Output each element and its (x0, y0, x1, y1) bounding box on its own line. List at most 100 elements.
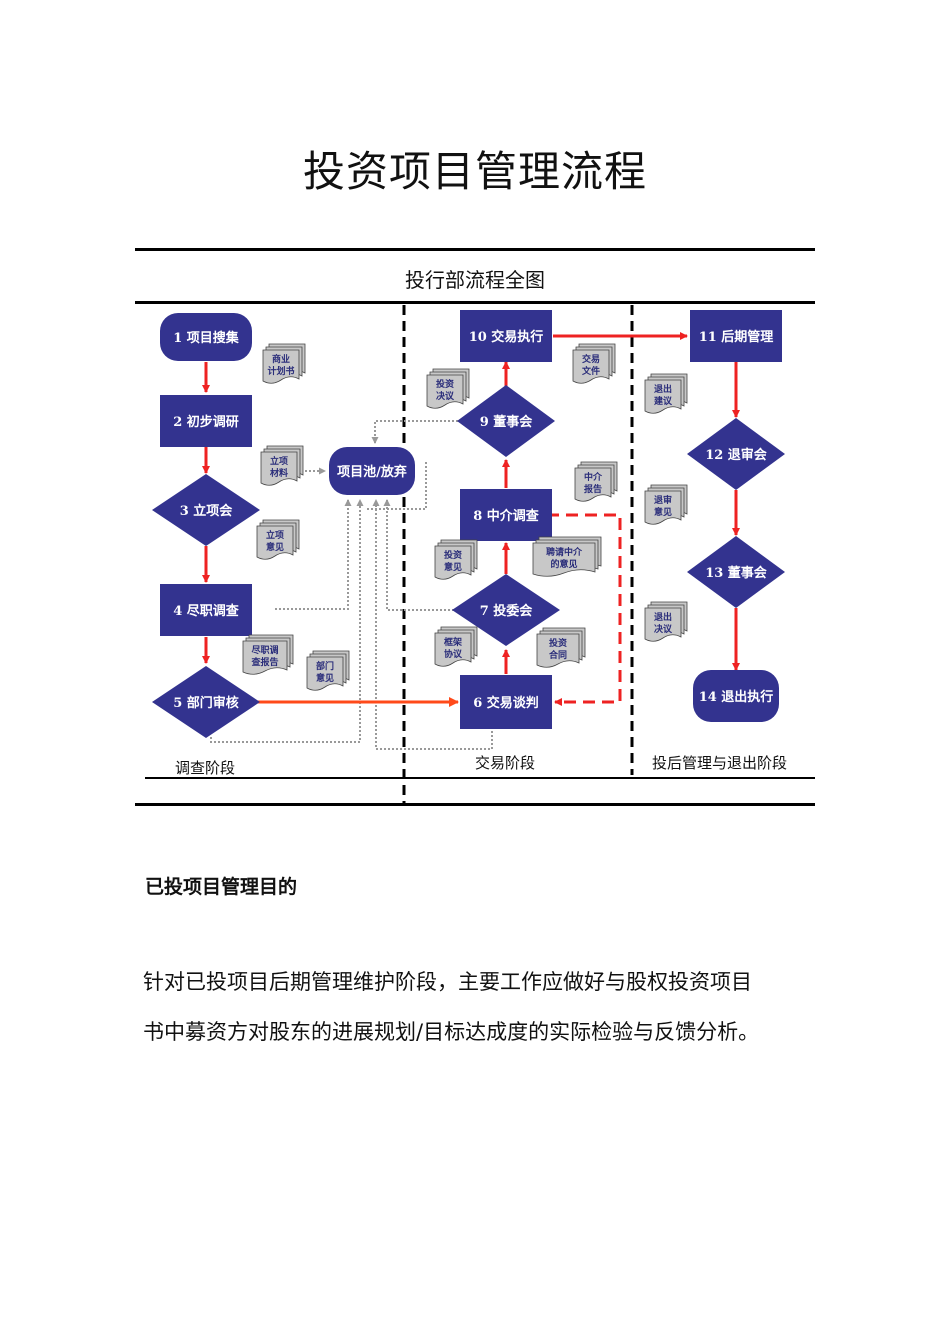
document-label: 意见 (266, 541, 284, 553)
node-shape (690, 310, 782, 362)
node-shape (693, 670, 779, 722)
node-shape (160, 584, 252, 636)
diagram-title: 投行部流程全图 (405, 268, 545, 292)
node-label: 12 退审会 (705, 447, 768, 463)
flowchart: 1 项目搜集 2 初步调研 3 立项会 4 尽职调查 5 部门审核 6 交易谈判 7 投委会… (145, 305, 815, 805)
node-label: 11 后期管理 (699, 329, 774, 345)
document-label: 建议 (654, 395, 673, 407)
node-label: 7 投委会 (480, 603, 534, 619)
document-label: 决议 (436, 390, 455, 402)
node-shape (160, 395, 252, 447)
node-n12: 12 退审会 (687, 418, 785, 490)
node-shape (687, 418, 785, 490)
document-label: 报告 (584, 483, 602, 495)
node-n14: 14 退出执行 (693, 670, 779, 722)
node-label: 2 初步调研 (173, 414, 239, 430)
node-n13: 13 董事会 (687, 536, 785, 608)
node-shape (457, 385, 555, 457)
dotted-line-n9-pool (371, 420, 458, 444)
document-label: 查报告 (250, 656, 278, 668)
document-label: 计划书 (267, 365, 294, 377)
node-n4: 4 尽职调查 (160, 584, 252, 636)
node-shape (687, 536, 785, 608)
document-label: 意见 (316, 672, 334, 684)
document-label: 中介 (584, 471, 603, 483)
document-label: 立项 (266, 529, 284, 541)
node-n3: 3 立项会 (152, 474, 260, 546)
node-label: 1 项目搜集 (173, 330, 240, 346)
document-label: 的意见 (550, 558, 577, 570)
document-label: 投资 (436, 378, 454, 390)
document-label: 尽职调 (251, 644, 278, 656)
node-n6: 6 交易谈判 (460, 675, 552, 729)
document-label: 合同 (549, 649, 567, 661)
node-n9: 9 董事会 (457, 385, 555, 457)
section-heading: 已投项目管理目的 (145, 876, 298, 898)
document-label: 协议 (444, 648, 463, 660)
document-label: 退审 (654, 494, 672, 506)
node-n2: 2 初步调研 (160, 395, 252, 447)
node-shape (460, 489, 552, 541)
document-label: 材料 (269, 467, 288, 479)
page-title: 投资项目管理流程 (302, 147, 647, 196)
document-label: 投资 (549, 637, 567, 649)
node-n7: 7 投委会 (452, 574, 560, 646)
node-label: 6 交易谈判 (473, 695, 539, 711)
stage-label-post: 投后管理与退出阶段 (652, 754, 787, 772)
document-label: 部门 (316, 660, 334, 672)
document-label: 意见 (654, 506, 672, 518)
stage-label-research: 调查阶段 (175, 759, 235, 777)
node-shape (329, 447, 415, 495)
node-shape (460, 675, 552, 729)
document-label: 退出 (654, 611, 672, 623)
node-pool: 项目池/放弃 (329, 447, 415, 495)
paragraph-line-1: 针对已投项目后期管理维护阶段，主要工作应做好与股权投资项目 (143, 970, 752, 994)
document-label: 决议 (654, 623, 673, 635)
node-shape (460, 310, 552, 362)
document-label: 退出 (654, 383, 672, 395)
dotted-line-n7-pool (383, 499, 458, 611)
document-label: 商业 (272, 353, 290, 365)
node-label: 5 部门审核 (173, 695, 239, 711)
document-label: 立项 (270, 455, 288, 467)
document-label: 框架 (444, 636, 462, 648)
dotted-line-n6-pool (372, 499, 493, 750)
node-shape (452, 574, 560, 646)
dotted-line-n4-pool (275, 499, 352, 610)
node-label: 9 董事会 (480, 414, 534, 430)
node-label: 10 交易执行 (469, 329, 544, 345)
node-label: 项目池/放弃 (337, 464, 407, 480)
document-label: 意见 (444, 561, 462, 573)
node-shape (152, 474, 260, 546)
diagram-header-rule (135, 301, 815, 304)
document-label: 聘请中介 (546, 546, 583, 558)
diagram-top-rule (135, 248, 815, 251)
node-shape (160, 313, 252, 361)
node-n8: 8 中介调查 (460, 489, 552, 541)
node-label: 8 中介调查 (473, 508, 540, 524)
document-label: 文件 (581, 365, 600, 377)
node-n5: 5 部门审核 (152, 666, 260, 738)
node-label: 3 立项会 (180, 503, 234, 519)
node-label: 4 尽职调查 (173, 603, 240, 619)
diagram-bottom-rule (135, 803, 815, 806)
node-n1: 1 项目搜集 (160, 313, 252, 361)
paragraph-line-2: 书中募资方对股东的进展规划/目标达成度的实际检验与反馈分析。 (143, 1020, 760, 1044)
node-n11: 11 后期管理 (690, 310, 782, 362)
node-shape (152, 666, 260, 738)
